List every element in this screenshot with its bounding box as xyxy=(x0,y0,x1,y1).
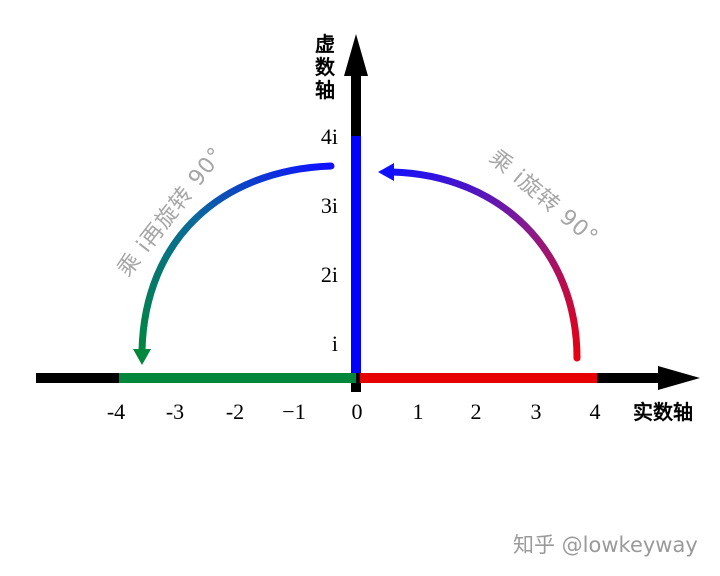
real-tick-label: 2 xyxy=(471,399,482,424)
right-rotation-arrowhead xyxy=(378,163,394,181)
right-rotation-annotation: 乘 i旋转 90° xyxy=(484,145,603,250)
real-axis-label: 实数轴 xyxy=(633,400,693,424)
imaginary-axis-label-char: 数 xyxy=(315,55,336,79)
watermark: 知乎 @lowkeyway xyxy=(513,533,698,557)
left-rotation-annotation: 乘 i再旋转 90° xyxy=(113,143,229,282)
real-tick-label: 1 xyxy=(413,399,424,424)
real-tick-label: 3 xyxy=(531,399,542,424)
right-rotation-arc xyxy=(388,168,581,362)
real-tick-label: −1 xyxy=(282,399,305,424)
real-tick-label: -4 xyxy=(107,399,125,424)
imaginary-segment xyxy=(351,136,361,373)
real-tick-label: 0 xyxy=(352,399,363,424)
left-rotation-arrowhead xyxy=(133,349,151,365)
real-tick-label: -3 xyxy=(166,399,184,424)
imag-tick-label: i xyxy=(332,331,338,356)
positive-real-segment xyxy=(360,373,597,383)
real-tick-label: 4 xyxy=(590,399,601,424)
real-axis-arrowhead xyxy=(658,366,700,390)
negative-real-segment xyxy=(119,373,356,383)
imaginary-axis-label-char: 虚 xyxy=(315,32,335,56)
imaginary-axis-label-char: 轴 xyxy=(315,78,335,102)
imag-tick-label: 4i xyxy=(321,124,338,149)
imag-tick-label: 2i xyxy=(321,262,338,287)
imag-tick-label: 3i xyxy=(321,193,338,218)
real-tick-label: -2 xyxy=(226,399,244,424)
left-rotation-arc xyxy=(138,162,335,354)
imaginary-axis-arrowhead xyxy=(344,34,368,76)
